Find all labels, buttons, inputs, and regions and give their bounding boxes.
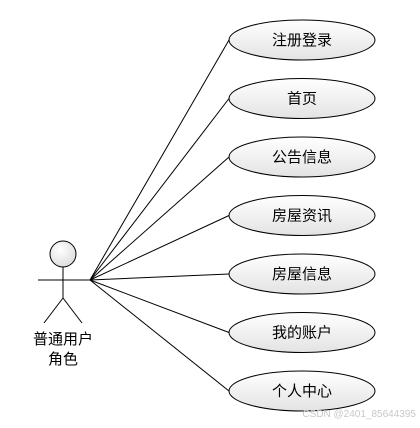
use-case-label: 公告信息 [272, 148, 332, 166]
association-lines [89, 39, 230, 392]
watermark: CSDN @2401_85644395 [302, 409, 416, 420]
use-case-ellipse [228, 78, 376, 119]
association-line [89, 156, 230, 281]
use-case: 注册登录 [228, 19, 376, 61]
actor-left-leg [43, 297, 64, 324]
use-case-ellipse [228, 370, 376, 412]
association-line [89, 279, 230, 333]
use-case: 我的账户 [228, 312, 376, 353]
use-case: 个人中心 [228, 370, 376, 412]
association-line [89, 215, 230, 281]
actor-label-line2: 角色 [48, 350, 78, 368]
use-case-label: 房屋资讯 [272, 207, 332, 225]
use-case-label: 房屋信息 [272, 265, 332, 283]
use-case-label: 个人中心 [272, 382, 332, 400]
association-line [89, 279, 230, 392]
association-line [89, 273, 230, 281]
use-case-ellipse [228, 195, 376, 236]
use-case-label: 我的账户 [272, 324, 332, 342]
use-case-ellipse [228, 136, 376, 178]
actor-head [49, 240, 77, 268]
actor-right-leg [62, 297, 83, 324]
association-line [89, 98, 230, 281]
use-case: 首页 [228, 78, 376, 119]
use-case-label: 注册登录 [272, 31, 332, 49]
actor-figure: 普通用户 角色 [33, 240, 93, 368]
use-case-ellipse [228, 312, 376, 353]
use-case-ellipse [228, 19, 376, 61]
actor-label-line1: 普通用户 [33, 330, 93, 348]
use-case-ellipse [228, 253, 376, 295]
association-line [89, 39, 230, 281]
use-case: 房屋信息 [228, 253, 376, 295]
use-case-label: 首页 [287, 90, 317, 108]
use-case: 房屋资讯 [228, 195, 376, 236]
use-case: 公告信息 [228, 136, 376, 178]
